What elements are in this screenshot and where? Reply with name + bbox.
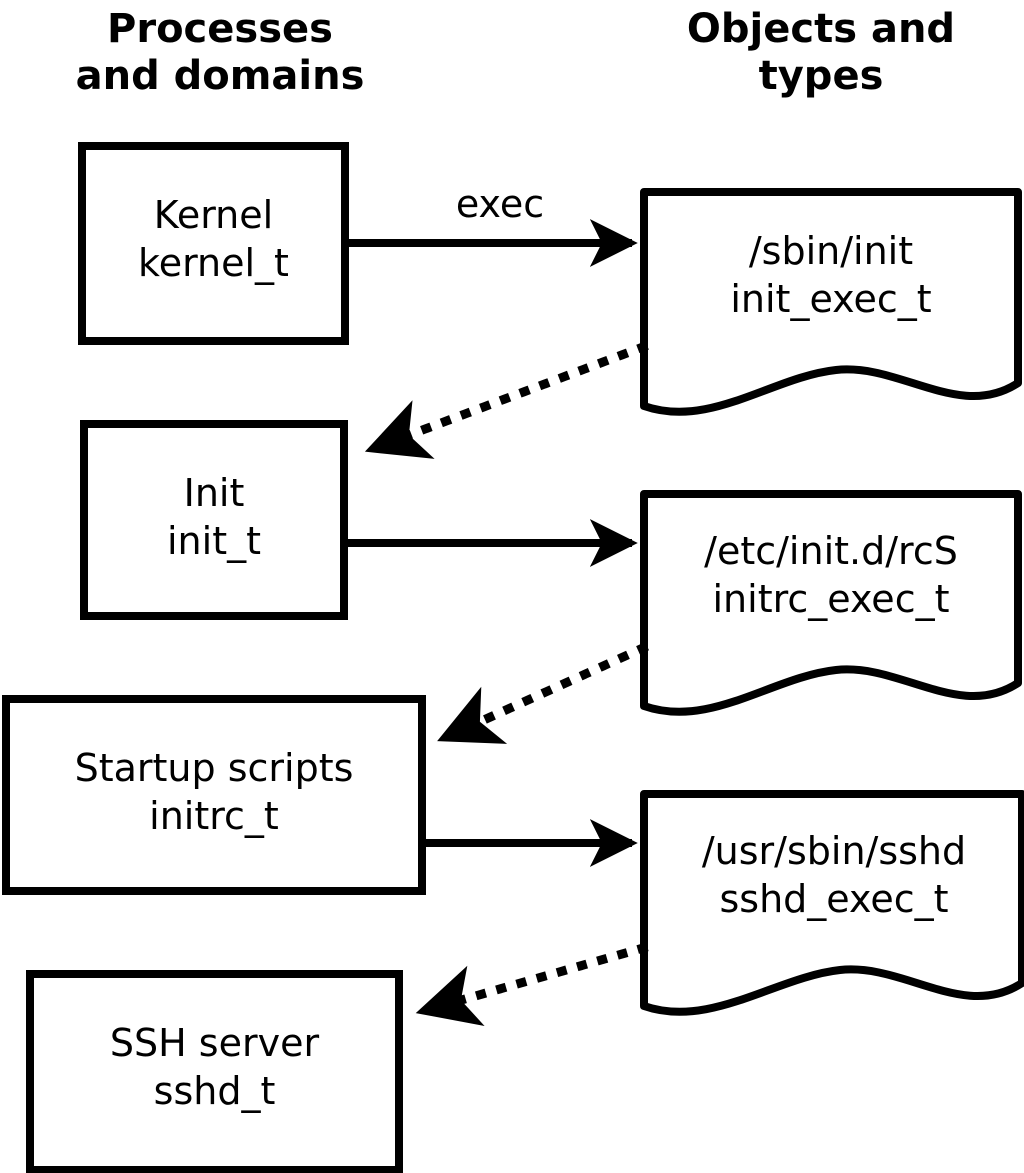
process-box-init[interactable] xyxy=(80,420,348,620)
process-label-init: Init init_t xyxy=(167,471,261,563)
edge-initrc-exec-transition xyxy=(437,642,649,744)
edge-init-exec-transition xyxy=(364,341,649,459)
column-header-processes: Processes and domains xyxy=(75,6,365,100)
edge-label-exec: exec xyxy=(455,182,545,226)
edge-sshd-exec-transition xyxy=(415,942,649,1026)
process-label-sshd: SSH server sshd_t xyxy=(109,1021,320,1113)
object-doc-initrc-exec[interactable] xyxy=(640,490,1022,716)
process-label-kernel: Kernel kernel_t xyxy=(138,193,289,285)
object-doc-sshd-exec[interactable] xyxy=(640,790,1024,1016)
process-box-sshd[interactable] xyxy=(26,970,403,1173)
process-box-kernel[interactable] xyxy=(78,142,349,345)
column-header-objects: Objects and types xyxy=(686,6,956,100)
object-label-init-exec: /sbin/init init_exec_t xyxy=(730,229,932,321)
object-label-sshd-exec: /usr/sbin/sshd sshd_exec_t xyxy=(701,829,967,921)
object-doc-init-exec[interactable] xyxy=(640,188,1022,416)
object-label-initrc-exec: /etc/init.d/rcS initrc_exec_t xyxy=(704,529,958,621)
process-box-initrc[interactable] xyxy=(2,695,426,895)
process-label-initrc: Startup scripts initrc_t xyxy=(74,746,354,838)
